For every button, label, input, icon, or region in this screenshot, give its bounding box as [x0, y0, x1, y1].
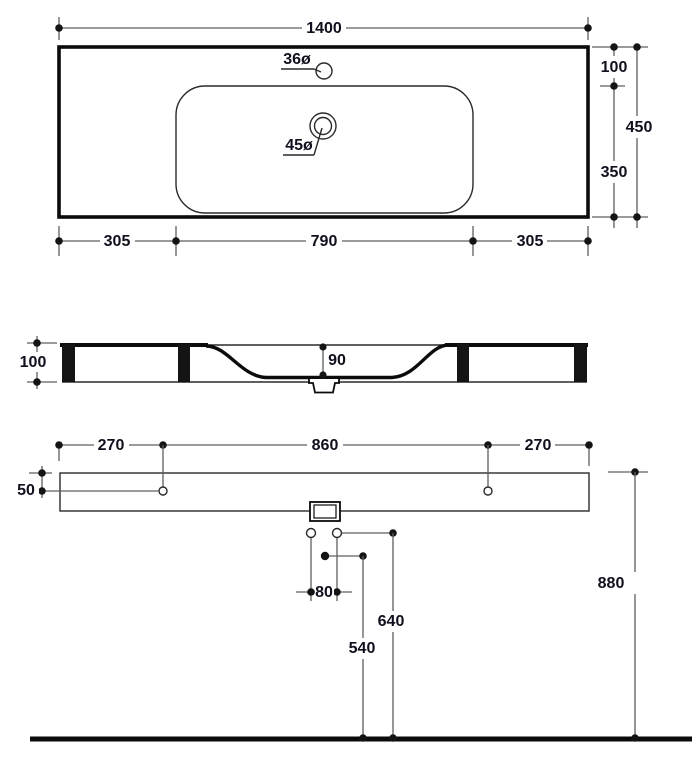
label-bg [592, 572, 638, 594]
dim-label-front-center: 860 [312, 437, 339, 454]
wall-section-right-end [574, 344, 587, 382]
dimension-dot [585, 441, 593, 449]
drain-hole: 45ø [283, 112, 337, 156]
leader-line [313, 68, 322, 73]
dim-label-section-height: 100 [20, 354, 47, 371]
dimension-dot [33, 339, 41, 347]
dimension-dot [33, 378, 41, 386]
label-bg [512, 230, 547, 252]
faucet-hole-circle [315, 62, 333, 80]
floor-dot [631, 734, 639, 742]
supply-hole-right [331, 527, 343, 539]
dim-section-height: 100 [17, 336, 57, 389]
dimension-dot [172, 237, 180, 245]
dimension-dot [584, 24, 592, 32]
label-bg [13, 480, 39, 500]
floor-dot [389, 734, 397, 742]
supply-hole-left [305, 527, 317, 539]
dimension-dot [469, 237, 477, 245]
dimension-dot [38, 469, 46, 477]
dimension-dot [610, 213, 618, 221]
dim-edge-thickness: 50 [13, 466, 159, 500]
label-bg [623, 116, 656, 138]
dim-label-faucet: 36ø [283, 51, 311, 68]
label-bg [306, 230, 342, 252]
dim-front-top: 270 860 270 [55, 434, 593, 466]
dim-label-basin-depth: 90 [328, 352, 346, 369]
dimension-dot [319, 371, 327, 379]
dim-basin-depth: 90 [319, 343, 346, 379]
dim-label-top-offset: 100 [601, 59, 628, 76]
dimension-dot [55, 237, 63, 245]
wall-section-left-inner [178, 344, 190, 382]
wall-section-left-end [62, 344, 75, 382]
bowl-profile-curve [205, 343, 449, 380]
dimension-dot [633, 213, 641, 221]
dimension-dot [610, 43, 618, 51]
dim-label-bottom-right: 305 [517, 233, 544, 250]
label-bg [520, 434, 555, 456]
floor-dot [359, 734, 367, 742]
dimension-dot [307, 588, 315, 596]
waste-outlet-inner [313, 504, 337, 519]
label-bg [373, 611, 409, 632]
dimension-dot [38, 487, 46, 495]
dim-label-total-depth: 450 [626, 119, 653, 136]
front-view: 270 860 270 50 [13, 434, 692, 742]
label-bg [307, 434, 343, 456]
dimension-dot [610, 82, 618, 90]
dim-supply-spacing: 80 [296, 538, 352, 602]
wall-section-right-inner [457, 344, 469, 382]
label-bg [100, 230, 135, 252]
leader-line [313, 127, 323, 156]
label-bg [344, 638, 380, 659]
dim-label-rim-height: 880 [598, 575, 625, 592]
label-bg [598, 161, 631, 183]
dim-label-supply-height: 640 [378, 613, 405, 630]
dim-label-front-left: 270 [98, 437, 125, 454]
dim-width: 1400 [55, 17, 592, 40]
waste-point [320, 551, 330, 561]
dim-label-edge-thickness: 50 [17, 482, 35, 499]
label-bg [302, 17, 346, 38]
dimension-dot [633, 43, 641, 51]
label-bg [94, 434, 129, 456]
drain-outer-circle [309, 112, 337, 140]
faucet-hole: 36ø [281, 51, 333, 80]
dim-label-supply-spacing: 80 [315, 584, 333, 601]
top-view: 1400 36ø 45ø [55, 17, 656, 256]
bowl-rounded-rect [175, 85, 474, 214]
drain-inner-circle [313, 116, 333, 136]
dimension-dot [333, 588, 341, 596]
section-view: 100 90 [17, 336, 588, 394]
dim-label-bottom-center: 790 [311, 233, 338, 250]
dimension-dot [55, 24, 63, 32]
label-bg [17, 352, 49, 372]
dimension-dot [584, 237, 592, 245]
dim-label-width: 1400 [306, 20, 342, 37]
label-bg [598, 56, 631, 78]
mounting-hole-left [158, 486, 168, 496]
dim-label-bottom-offset: 350 [601, 164, 628, 181]
dimension-dot [55, 441, 63, 449]
mounting-hole-right [483, 486, 493, 496]
dim-label-bottom-left: 305 [104, 233, 131, 250]
drain-trap-section [308, 379, 340, 394]
dim-label-drain: 45ø [285, 137, 313, 154]
dim-bottom: 305 790 305 [55, 226, 592, 256]
dimension-dot [319, 343, 327, 351]
dim-label-front-right: 270 [525, 437, 552, 454]
dim-right-side: 100 450 350 [592, 43, 656, 228]
basin-outer-rect [57, 45, 590, 219]
label-bg [315, 582, 334, 602]
dim-label-waste-height: 540 [349, 640, 376, 657]
